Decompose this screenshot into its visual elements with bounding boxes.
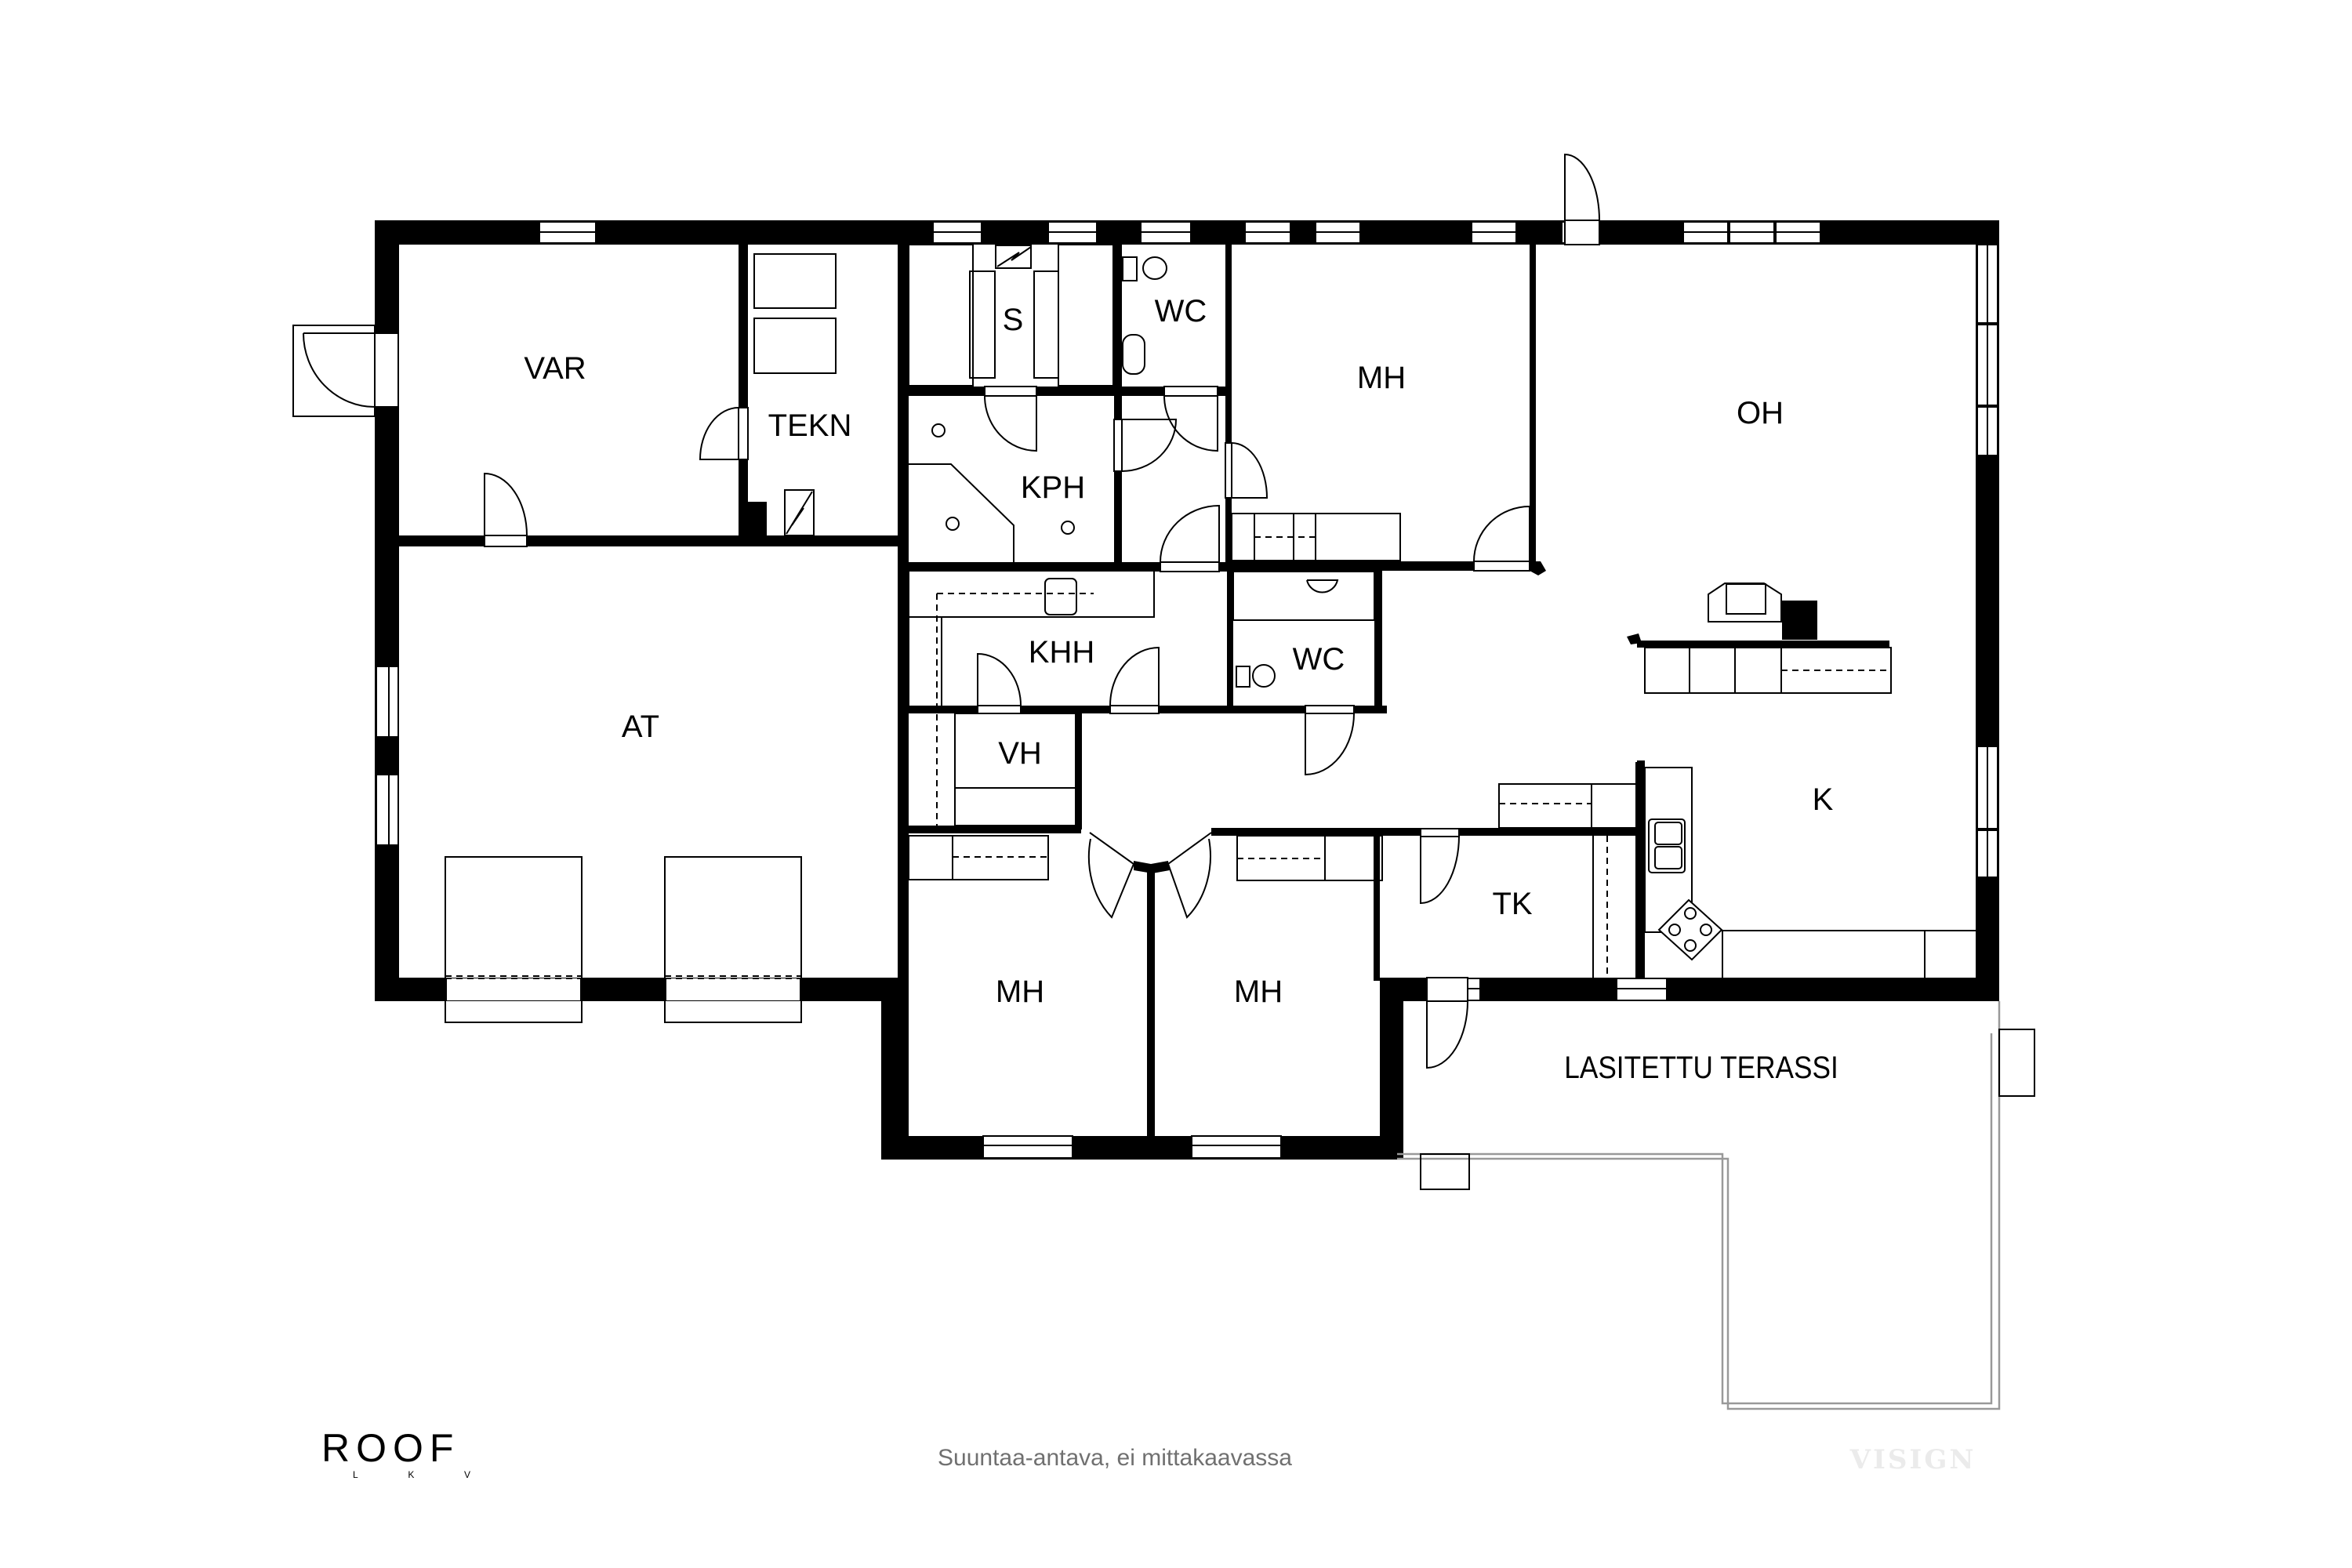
toilet-icon bbox=[1122, 256, 1167, 281]
scale-disclaimer: Suuntaa-antava, ei mittakaavassa bbox=[938, 1445, 1292, 1471]
logo-sub-text: L K V bbox=[353, 1469, 470, 1480]
room-label-khh: KHH bbox=[1028, 635, 1095, 670]
exterior-walls bbox=[375, 220, 1999, 1160]
garage-door-icon bbox=[445, 856, 802, 1023]
room-label-k: K bbox=[1812, 782, 1834, 817]
room-label-kph: KPH bbox=[1020, 470, 1086, 505]
room-label-var: VAR bbox=[524, 351, 586, 386]
sauna-stove-icon bbox=[995, 245, 1032, 269]
visign-watermark: VISIGN bbox=[1849, 1444, 1976, 1475]
boiler-icon bbox=[753, 253, 837, 536]
room-label-wc-1: WC bbox=[1154, 294, 1207, 328]
roof-lkv-logo: ROOF L K V bbox=[321, 1428, 494, 1480]
room-label-mh-2: MH bbox=[995, 975, 1045, 1009]
logo-main-text: ROOF bbox=[321, 1426, 460, 1470]
room-label-at: AT bbox=[621, 710, 660, 744]
doors bbox=[292, 153, 1600, 1069]
room-label-mh-1: MH bbox=[1356, 361, 1406, 395]
room-label-oh: OH bbox=[1737, 396, 1784, 430]
toilet-icon bbox=[1232, 571, 1375, 688]
kitchen-sink-icon bbox=[1648, 818, 1686, 873]
room-label-tekn: TEKN bbox=[768, 408, 852, 443]
room-label-terrace: LASITETTU TERASSI bbox=[1564, 1051, 1838, 1085]
terrace-outline bbox=[1397, 1001, 2035, 1410]
utility-sink-icon bbox=[908, 569, 1155, 826]
room-label-wc-2: WC bbox=[1292, 642, 1345, 677]
room-label-sauna: S bbox=[1002, 303, 1024, 337]
interior-walls bbox=[399, 245, 1889, 1158]
room-label-vh: VH bbox=[998, 736, 1042, 771]
windows bbox=[376, 221, 1998, 1159]
room-label-mh-3: MH bbox=[1233, 975, 1283, 1009]
room-label-tk: TK bbox=[1492, 887, 1533, 921]
shower-icon bbox=[909, 423, 1075, 562]
sauna-bench-icon bbox=[908, 244, 1114, 387]
stove-hob-icon bbox=[1657, 898, 1723, 961]
washbasin-icon bbox=[1122, 334, 1145, 375]
wardrobe-icon bbox=[908, 513, 1638, 978]
fireplace-icon bbox=[1644, 583, 1892, 694]
